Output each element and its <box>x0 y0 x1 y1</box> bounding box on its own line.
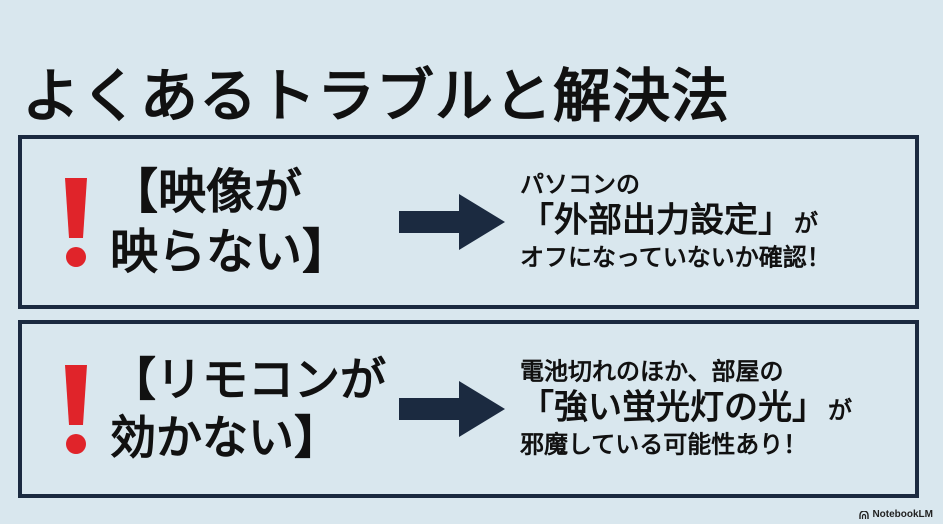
notebooklm-icon <box>859 509 870 519</box>
problem-heading: 【リモコンが 効かない】 <box>110 352 390 467</box>
right-arrow-icon <box>397 192 507 252</box>
solution-conclusion: オフになっていないか確認！ <box>520 243 831 272</box>
exclamation-icon <box>62 174 90 270</box>
trouble-card-remote: 【リモコンが 効かない】 電池切れのほか、部屋の 「強い蛍光灯の光」が 邪魔して… <box>18 320 919 498</box>
problem-line-1: 【リモコンが <box>110 352 386 407</box>
notebooklm-watermark: NotebookLM <box>859 509 933 520</box>
watermark-label: NotebookLM <box>872 509 933 520</box>
solution-intro: 電池切れのほか、部屋の <box>520 357 784 386</box>
exclamation-icon <box>62 361 90 457</box>
problem-line-1: 【映像が <box>110 164 303 220</box>
solution-text: パソコンの 「外部出力設定」が オフになっていないか確認！ <box>520 169 915 276</box>
problem-line-2: 映らない】 <box>110 224 351 280</box>
solution-highlight: 「強い蛍光灯の光」 <box>520 388 826 428</box>
solution-conclusion: 邪魔している可能性あり！ <box>520 430 808 459</box>
solution-highlight: 「外部出力設定」 <box>520 201 792 241</box>
problem-line-2: 効かない】 <box>110 410 340 464</box>
page-title: よくあるトラブルと解決法 <box>22 61 731 130</box>
problem-heading: 【映像が 映らない】 <box>110 162 390 282</box>
trouble-card-video: 【映像が 映らない】 パソコンの 「外部出力設定」が オフになっていないか確認！ <box>18 135 919 309</box>
solution-highlight-row: 「外部出力設定」が <box>520 201 915 242</box>
solution-highlight-row: 「強い蛍光灯の光」が <box>520 388 915 429</box>
solution-text: 電池切れのほか、部屋の 「強い蛍光灯の光」が 邪魔している可能性あり！ <box>520 356 915 463</box>
solution-particle: が <box>794 210 818 238</box>
solution-intro: パソコンの <box>520 170 640 199</box>
right-arrow-icon <box>397 379 507 439</box>
solution-particle: が <box>828 397 852 425</box>
